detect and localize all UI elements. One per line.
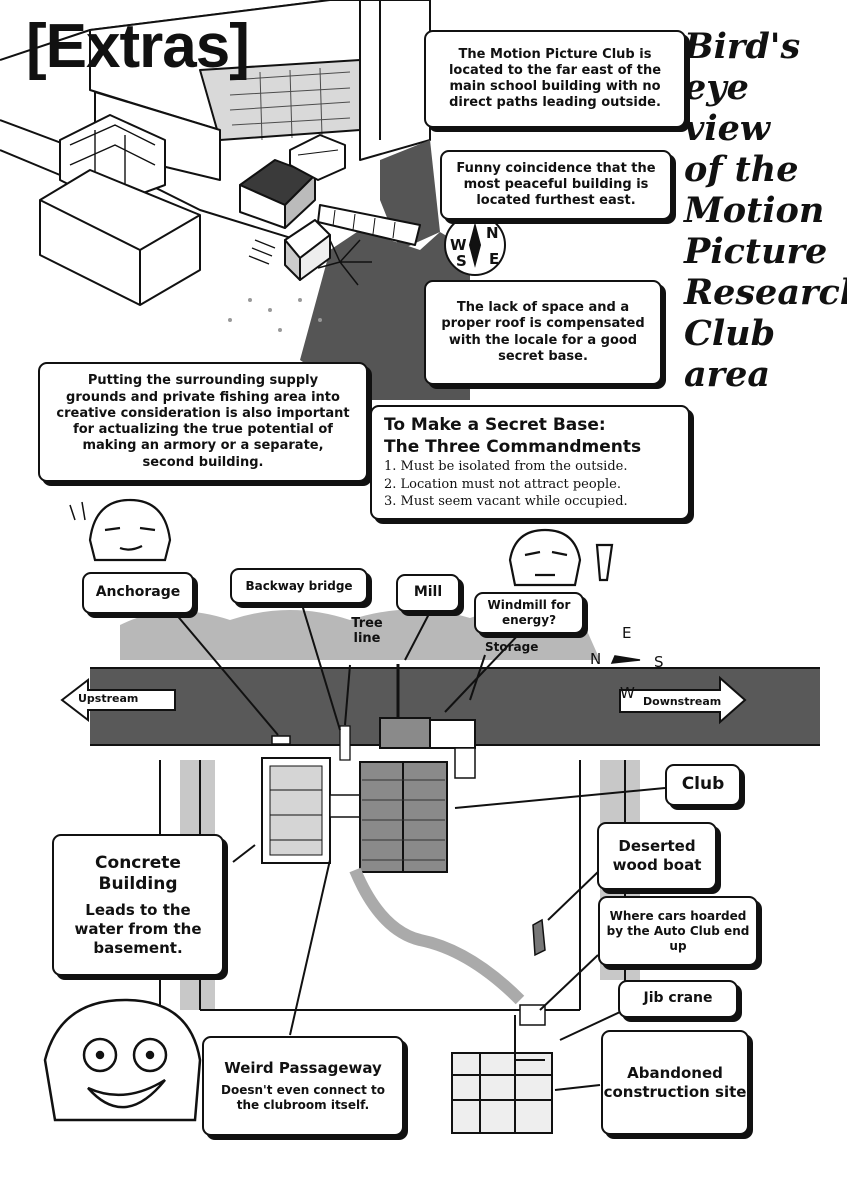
- vertical-title-line: eye: [684, 67, 749, 108]
- passage-title: Weird Passageway: [224, 1058, 382, 1077]
- compass-top-w: W: [450, 236, 467, 254]
- page-title: [Extras]: [26, 12, 250, 81]
- character-right-top: [508, 528, 614, 587]
- label-anchorage: Anchorage: [82, 572, 194, 614]
- label-downstream: Downstream: [643, 695, 722, 708]
- character-left-top: [69, 498, 172, 562]
- commandments-title-1: To Make a Secret Base:: [384, 415, 606, 436]
- river-shape: [90, 668, 820, 745]
- label-cars-text: Where cars hoarded by the Auto Club end …: [606, 908, 750, 953]
- vertical-title-line: Picture: [684, 231, 828, 272]
- label-club: Club: [665, 764, 741, 806]
- label-cars: Where cars hoarded by the Auto Club end …: [598, 896, 758, 966]
- note-space: The lack of space and a proper roof is c…: [424, 280, 662, 385]
- label-weird-passageway: Weird Passageway Doesn't even connect to…: [202, 1036, 404, 1136]
- character-bottom-left: [43, 998, 202, 1122]
- label-mill-text: Mill: [413, 584, 443, 601]
- label-storage: Storage: [485, 640, 539, 654]
- label-backway-bridge: Backway bridge: [230, 568, 368, 604]
- label-mill: Mill: [396, 574, 460, 612]
- note-location: The Motion Picture Club is located to th…: [424, 30, 686, 128]
- label-jib-crane: Jib crane: [618, 980, 738, 1018]
- concrete-desc: Leads to the water from the basement.: [74, 901, 202, 957]
- compass-map-e: E: [622, 624, 632, 642]
- compass-map-icon: [610, 655, 641, 664]
- vertical-title-line: view: [684, 108, 771, 149]
- commandment-item: 1. Must be isolated from the outside.: [384, 459, 628, 475]
- vertical-title: Bird's eye view of the Motion Picture Re…: [684, 26, 847, 395]
- compass-map-w: W: [620, 684, 635, 702]
- upstream-arrow: [60, 677, 176, 723]
- label-construction-text: Abandoned construction site: [603, 1063, 747, 1101]
- vertical-title-line: Bird's: [684, 26, 801, 67]
- note-location-text: The Motion Picture Club is located to th…: [448, 46, 662, 111]
- note-supply: Putting the surrounding supply grounds a…: [38, 362, 368, 482]
- note-coincidence-text: Funny coincidence that the most peaceful…: [456, 160, 656, 209]
- note-supply-text: Putting the surrounding supply grounds a…: [56, 373, 350, 470]
- label-windmill: Windmill for energy?: [474, 592, 584, 634]
- concrete-title: Concrete Building: [95, 852, 181, 894]
- commandment-item: 2. Location must not attract people.: [384, 476, 621, 492]
- passage-desc: Doesn't even connect to the clubroom its…: [220, 1083, 386, 1113]
- label-deserted-boat: Deserted wood boat: [597, 822, 717, 890]
- vertical-title-line: Motion: [684, 190, 825, 231]
- compass-map-n: N: [590, 650, 602, 668]
- label-construction: Abandoned construction site: [601, 1030, 749, 1135]
- aerial-view-illustration: [0, 0, 470, 400]
- note-coincidence: Funny coincidence that the most peaceful…: [440, 150, 672, 220]
- commandments-title-2: The Three Commandments: [384, 437, 642, 458]
- compass-map-s: S: [654, 653, 664, 671]
- note-space-text: The lack of space and a proper roof is c…: [441, 300, 645, 364]
- label-jib-crane-text: Jib crane: [643, 990, 713, 1007]
- compass-top-s: S: [456, 252, 467, 270]
- label-backway-bridge-text: Backway bridge: [245, 578, 353, 593]
- label-deserted-boat-text: Deserted wood boat: [612, 837, 702, 874]
- compass-top-icon: [444, 214, 506, 276]
- label-club-text: Club: [681, 774, 725, 795]
- label-windmill-text: Windmill for energy?: [487, 598, 571, 627]
- vertical-title-line: area: [684, 354, 771, 395]
- label-upstream: Upstream: [78, 692, 139, 705]
- downstream-arrow: [619, 675, 747, 725]
- commandments-box: To Make a Secret Base: The Three Command…: [370, 405, 690, 520]
- compass-top-e: E: [489, 250, 500, 268]
- label-concrete-building: Concrete Building Leads to the water fro…: [52, 834, 224, 976]
- label-anchorage-text: Anchorage: [95, 584, 181, 601]
- vertical-title-line: Club: [684, 313, 776, 354]
- label-tree-line: Tree line: [351, 616, 383, 646]
- vertical-title-line: of the: [684, 149, 799, 190]
- commandment-item: 3. Must seem vacant while occupied.: [384, 494, 628, 510]
- vertical-title-line: Research: [684, 272, 847, 313]
- compass-top-n: N: [486, 224, 499, 242]
